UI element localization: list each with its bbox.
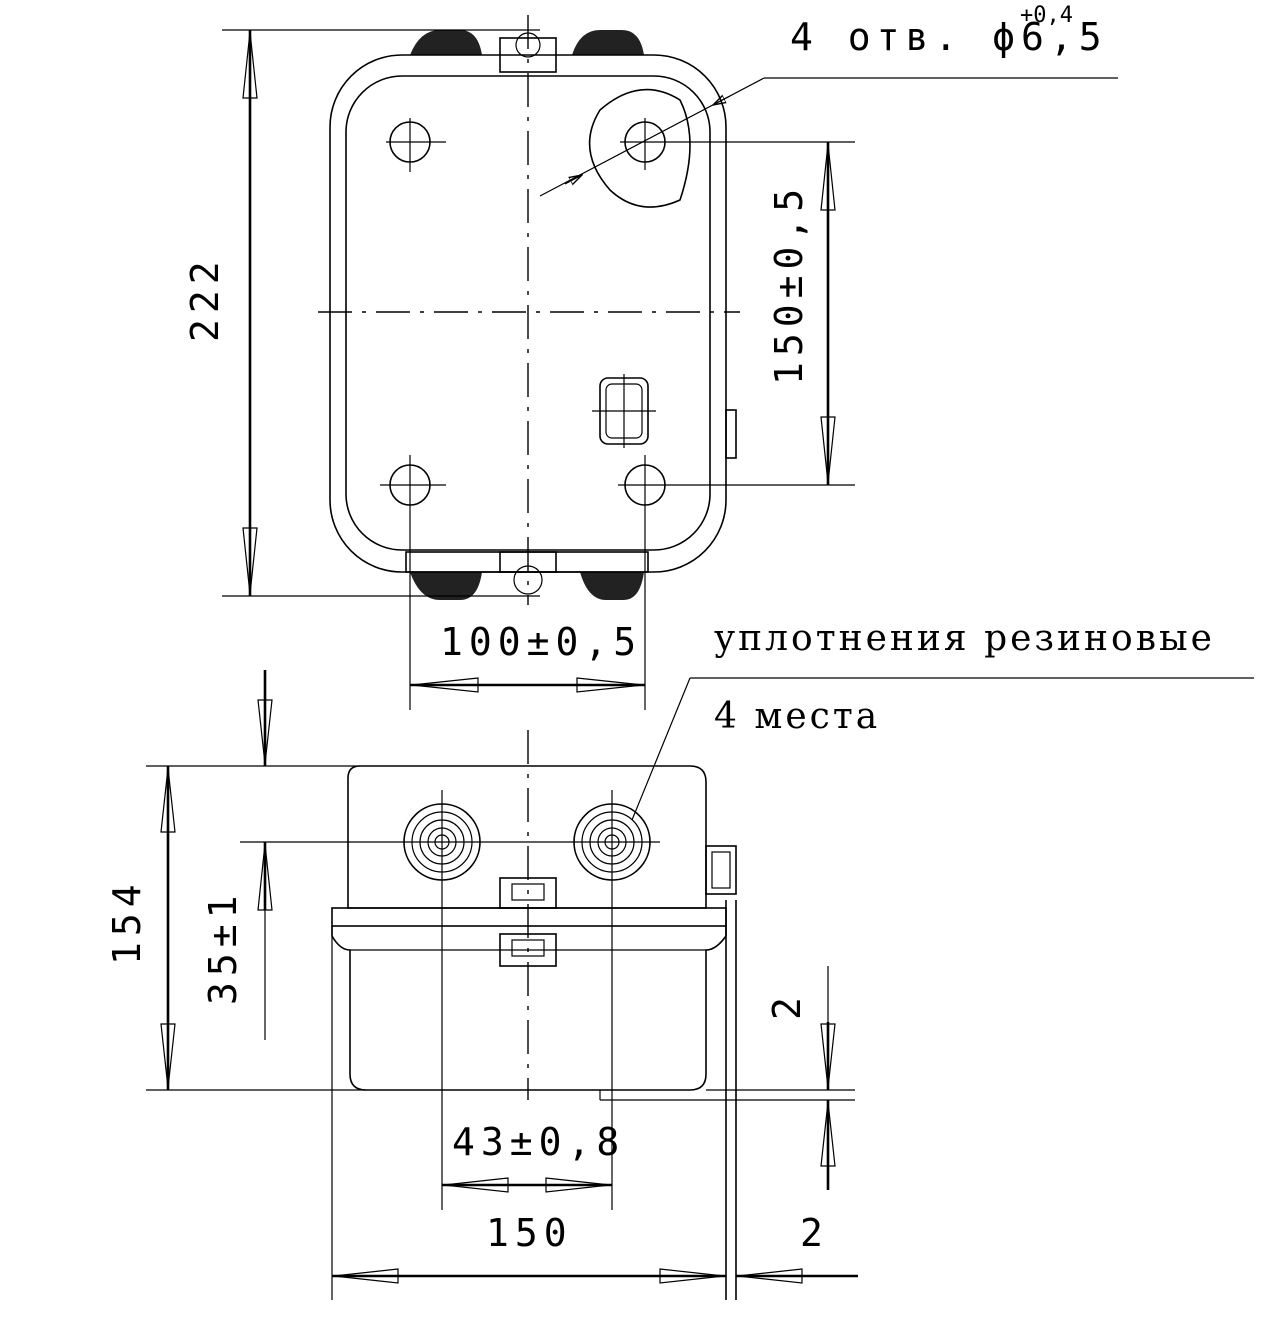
dim-width-150: 150 — [486, 1211, 573, 1255]
dim-plate-thickness-horizontal: 2 — [800, 1211, 829, 1255]
mounting-hole-bottom-left — [380, 455, 446, 710]
seals-label-line2: 4 места — [714, 696, 880, 737]
dim-hole-spacing-vertical: 150±0,5 — [767, 183, 811, 385]
dim-height-222: 222 — [183, 255, 227, 342]
holes-tolerance: +0,4 — [1020, 3, 1073, 28]
dim-gland-spacing: 43±0,8 — [452, 1120, 625, 1164]
seals-label-line1: уплотнения резиновые — [714, 618, 1215, 659]
mounting-hole-top-right — [588, 88, 855, 208]
dim-plate-thickness-vertical: 2 — [765, 991, 809, 1020]
side-view — [146, 670, 1254, 1300]
dim-gland-height: 35±1 — [201, 889, 245, 1005]
dim-hole-spacing-horizontal: 100±0,5 — [440, 620, 642, 664]
mounting-hole-top-left — [386, 118, 446, 172]
top-view — [222, 15, 1118, 710]
dim-side-height-154: 154 — [105, 878, 149, 965]
holes-spec: 4 отв. ϕ6,5 — [790, 15, 1108, 59]
mounting-hole-bottom-right — [618, 455, 855, 710]
